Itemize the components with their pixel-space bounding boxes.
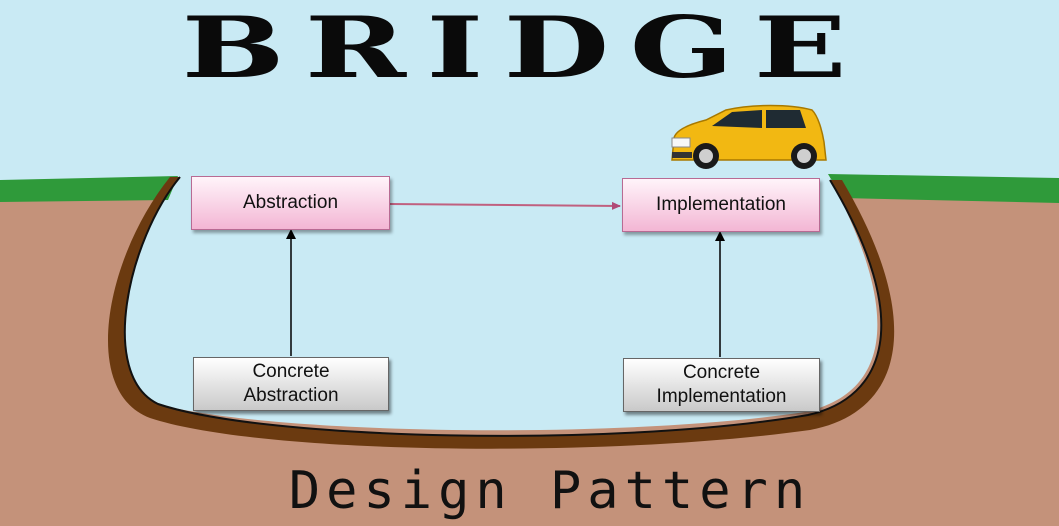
- concrete-implementation-box: Concrete Implementation: [623, 358, 820, 412]
- bridge-arrow: [389, 201, 621, 210]
- ground: [0, 198, 1059, 526]
- abstraction-label: Abstraction: [242, 192, 339, 213]
- concrete-abstraction-label: Concrete Abstraction: [243, 361, 339, 406]
- grass-left: [0, 176, 178, 202]
- car-icon: [671, 104, 827, 169]
- page-title: BRIDGE: [181, 0, 868, 97]
- concrete-implementation-label: Concrete Implementation: [656, 362, 787, 407]
- valley-wall: [107, 177, 895, 449]
- abstraction-box: Abstraction: [191, 176, 390, 230]
- implementation-box: Implementation: [622, 178, 820, 232]
- concrete-abstraction-box: Concrete Abstraction: [193, 357, 389, 411]
- grass-right: [828, 174, 1059, 203]
- subtitle: Design Pattern: [288, 461, 812, 521]
- valley-outline: [123, 176, 883, 437]
- implementation-label: Implementation: [656, 194, 786, 215]
